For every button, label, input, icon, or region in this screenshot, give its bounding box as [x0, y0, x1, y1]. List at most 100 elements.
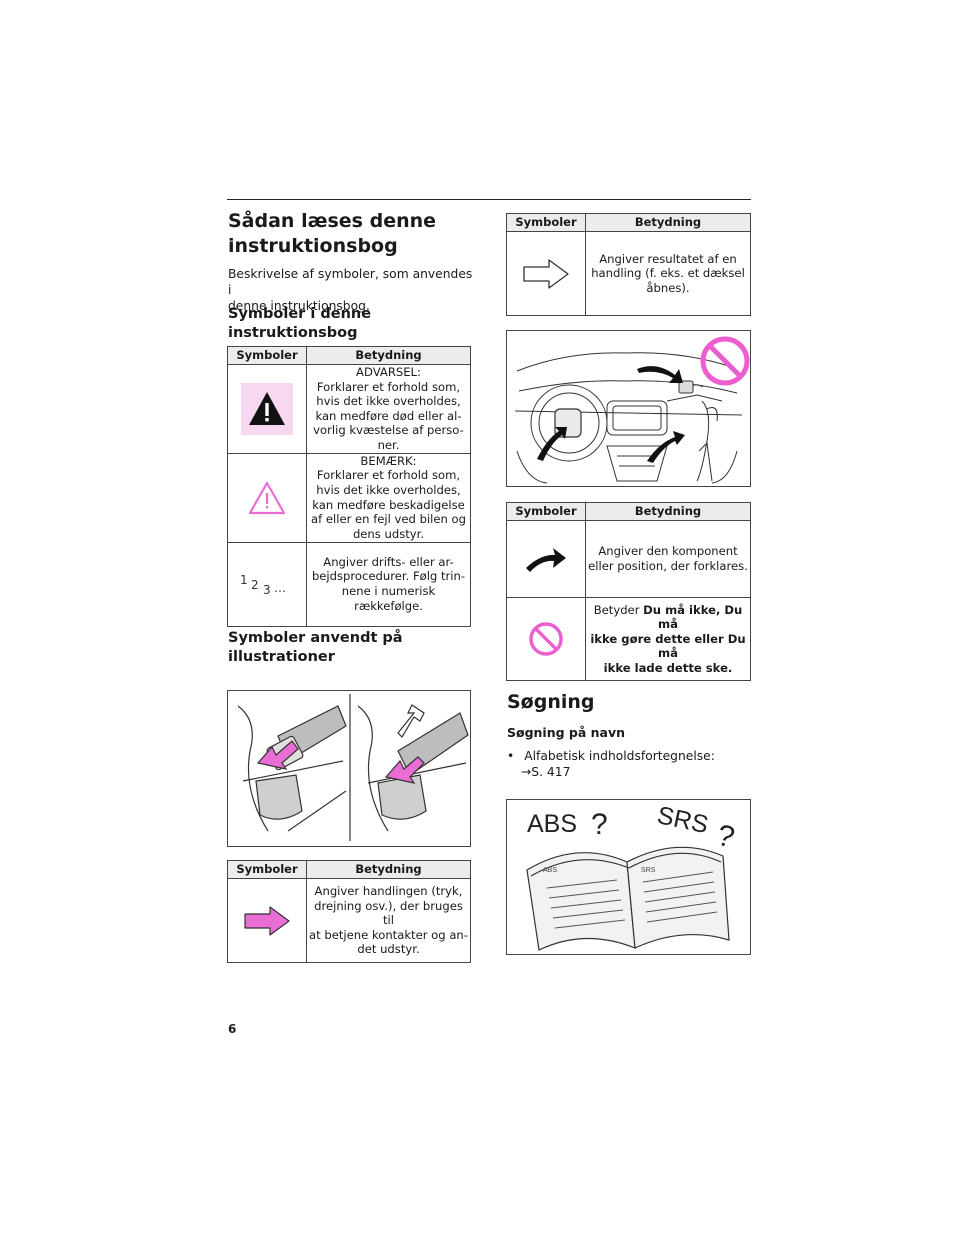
- meaning-line: Angiver handlingen (tryk,: [314, 884, 463, 899]
- meaning-bold: Du må ikke, Du må: [643, 602, 743, 632]
- page-number: 6: [228, 1022, 237, 1036]
- meaning-cell: Betyder Du må ikke, Du må ikke gøre dett…: [585, 597, 751, 681]
- search-subheading-text: Søgning på navn: [507, 725, 626, 740]
- symbol-cell: [227, 878, 307, 963]
- symbol-cell: [227, 452, 307, 543]
- col-meaning-header: Betydning: [306, 346, 471, 365]
- col-symbol-header: Symboler: [227, 860, 307, 879]
- prohibition-icon: [507, 621, 585, 657]
- question-mark-1: ?: [591, 808, 608, 841]
- action-arrow-icon: [228, 904, 306, 938]
- table-row: Angiver den komponent eller position, de…: [506, 520, 751, 598]
- table-row: Angiver handlingen (tryk, drejning osv.)…: [227, 878, 471, 963]
- meaning-line: bejdsprocedurer. Følg trin-: [311, 569, 466, 584]
- caution-triangle-outline-icon: [228, 480, 306, 516]
- table-row: 1 2 3 … Angiver drifts- eller ar- bejdsp…: [227, 541, 471, 627]
- intro-text: Beskrivelse af symboler, som anvendes i …: [228, 266, 473, 314]
- meaning-cell: ADVARSEL: Forklarer et forhold som, hvis…: [306, 364, 471, 454]
- section-title: Sådan læses denne instruktionsbog: [228, 209, 468, 259]
- manual-symbols-heading-line2: instruktionsbog: [228, 325, 358, 341]
- meaning-line: Angiver drifts- eller ar-: [323, 554, 454, 569]
- manual-symbols-heading-line1: Symboler i denne: [228, 306, 372, 322]
- bullet: •: [507, 749, 515, 763]
- table-row: ADVARSEL: Forklarer et forhold som, hvis…: [227, 364, 471, 454]
- meaning-line: hvis det ikke overholdes,: [316, 482, 461, 497]
- intro-line2: denne instruktionsbog.: [228, 299, 370, 313]
- svg-text:2: 2: [251, 578, 259, 592]
- top-rule: [227, 199, 751, 200]
- symbol-cell: [506, 231, 586, 316]
- meaning-line: det udstyr.: [357, 942, 420, 957]
- meaning-line: Betyder Du må ikke, Du må: [586, 603, 750, 632]
- seatbelt-illustration: [227, 690, 471, 847]
- intro-line1: Beskrivelse af symboler, som anvendes i: [228, 267, 473, 297]
- illustration-symbols-heading-line1: Symboler anvendt på: [228, 630, 403, 646]
- manual-symbols-table: Symboler Betydning ADVARSEL: Forklarer e…: [227, 346, 471, 627]
- meaning-cell: Angiver resultatet af en handling (f. ek…: [585, 231, 751, 316]
- meaning-cell: BEMÆRK: Forklarer et forhold som, hvis d…: [306, 452, 471, 543]
- manual-symbols-heading: Symboler i denne instruktionsbog: [228, 305, 371, 343]
- meaning-line: Forklarer et forhold som,: [316, 379, 461, 394]
- col-symbol-header: Symboler: [227, 346, 307, 365]
- list-item-text: Alfabetisk indholdsfortegnelse:: [524, 749, 715, 763]
- table-header: Symboler Betydning: [506, 502, 751, 521]
- symbol-cell: 1 2 3 …: [227, 541, 307, 627]
- meaning-cell: Angiver handlingen (tryk, drejning osv.)…: [306, 878, 471, 963]
- col-symbol-header: Symboler: [506, 213, 586, 232]
- meaning-line: af eller en fejl ved bilen og: [311, 512, 466, 527]
- svg-text:3: 3: [263, 583, 271, 597]
- search-list: • Alfabetisk indholdsfortegnelse: →S. 41…: [507, 748, 752, 780]
- meaning-line: ner.: [377, 437, 400, 452]
- table-header: Symboler Betydning: [506, 213, 751, 232]
- meaning-line: Angiver den komponent: [598, 544, 738, 559]
- svg-text:1: 1: [240, 573, 248, 587]
- meaning-line: nene i numerisk: [341, 584, 436, 599]
- illustration-symbols-heading: Symboler anvendt på illustrationer: [228, 629, 403, 667]
- meaning-line: rækkefølge.: [354, 598, 423, 613]
- question-mark-2: ?: [714, 819, 738, 855]
- illustration-symbols-heading-line2: illustrationer: [228, 649, 335, 665]
- page-label-abs: ABS: [543, 867, 557, 874]
- srs-label: SRS: [655, 801, 711, 839]
- table-row: BEMÆRK: Forklarer et forhold som, hvis d…: [227, 452, 471, 543]
- result-arrow-icon: [507, 257, 585, 291]
- svg-text:…: …: [274, 581, 286, 595]
- symbol-cell: [506, 520, 586, 598]
- illustration-symbols-table: Symboler Betydning Angiver handlingen (t…: [227, 860, 471, 963]
- search-title-text: Søgning: [507, 691, 595, 713]
- section-title-line1: Sådan læses denne: [228, 210, 437, 232]
- meaning-cell: Angiver drifts- eller ar- bejdsprocedure…: [306, 541, 471, 627]
- page-reference-link[interactable]: →S. 417: [521, 765, 571, 779]
- pointer-symbols-table: Symboler Betydning Angiver den komponent…: [506, 502, 751, 681]
- result-symbols-table: Symboler Betydning Angiver resultatet af…: [506, 213, 751, 316]
- book-illustration: ABS ? SRS ? ABS SRS: [506, 799, 751, 955]
- meaning-line: kan medføre beskadigelse: [312, 497, 465, 512]
- symbol-cell: [506, 597, 586, 681]
- table-row: Betyder Du må ikke, Du må ikke gøre dett…: [506, 597, 751, 681]
- meaning-cell: Angiver den komponent eller position, de…: [585, 520, 751, 598]
- meaning-line: handling (f. eks. et dæksel: [591, 266, 745, 281]
- warning-triangle-filled-icon: [228, 382, 306, 435]
- symbol-cell: [227, 364, 307, 454]
- col-symbol-header: Symboler: [506, 502, 586, 521]
- col-meaning-header: Betydning: [306, 860, 471, 879]
- table-header: Symboler Betydning: [227, 860, 471, 879]
- table-row: Angiver resultatet af en handling (f. ek…: [506, 231, 751, 316]
- meaning-line: eller position, der forklares.: [588, 559, 748, 573]
- meaning-line: vorlig kvæstelse af perso-: [313, 423, 464, 438]
- search-subheading: Søgning på navn: [507, 725, 625, 740]
- meaning-line: at betjene kontakter og an-: [309, 927, 468, 942]
- col-meaning-header: Betydning: [585, 213, 751, 232]
- meaning-line: dens udstyr.: [352, 526, 425, 541]
- meaning-line: åbnes).: [646, 280, 690, 295]
- meaning-line: kan medføre død eller al-: [315, 408, 462, 423]
- meaning-line: ikke gøre dette eller Du må: [590, 631, 746, 661]
- meaning-line: hvis det ikke overholdes,: [316, 394, 461, 409]
- meaning-prefix: Betyder: [593, 602, 644, 617]
- list-item: • Alfabetisk indholdsfortegnelse:: [507, 748, 752, 764]
- step-numbers-icon: 1 2 3 …: [228, 571, 306, 597]
- col-meaning-header: Betydning: [585, 502, 751, 521]
- meaning-line: Angiver resultatet af en: [599, 251, 737, 266]
- meaning-line: Forklarer et forhold som,: [316, 468, 461, 483]
- meaning-line: drejning osv.), der bruges til: [314, 898, 463, 928]
